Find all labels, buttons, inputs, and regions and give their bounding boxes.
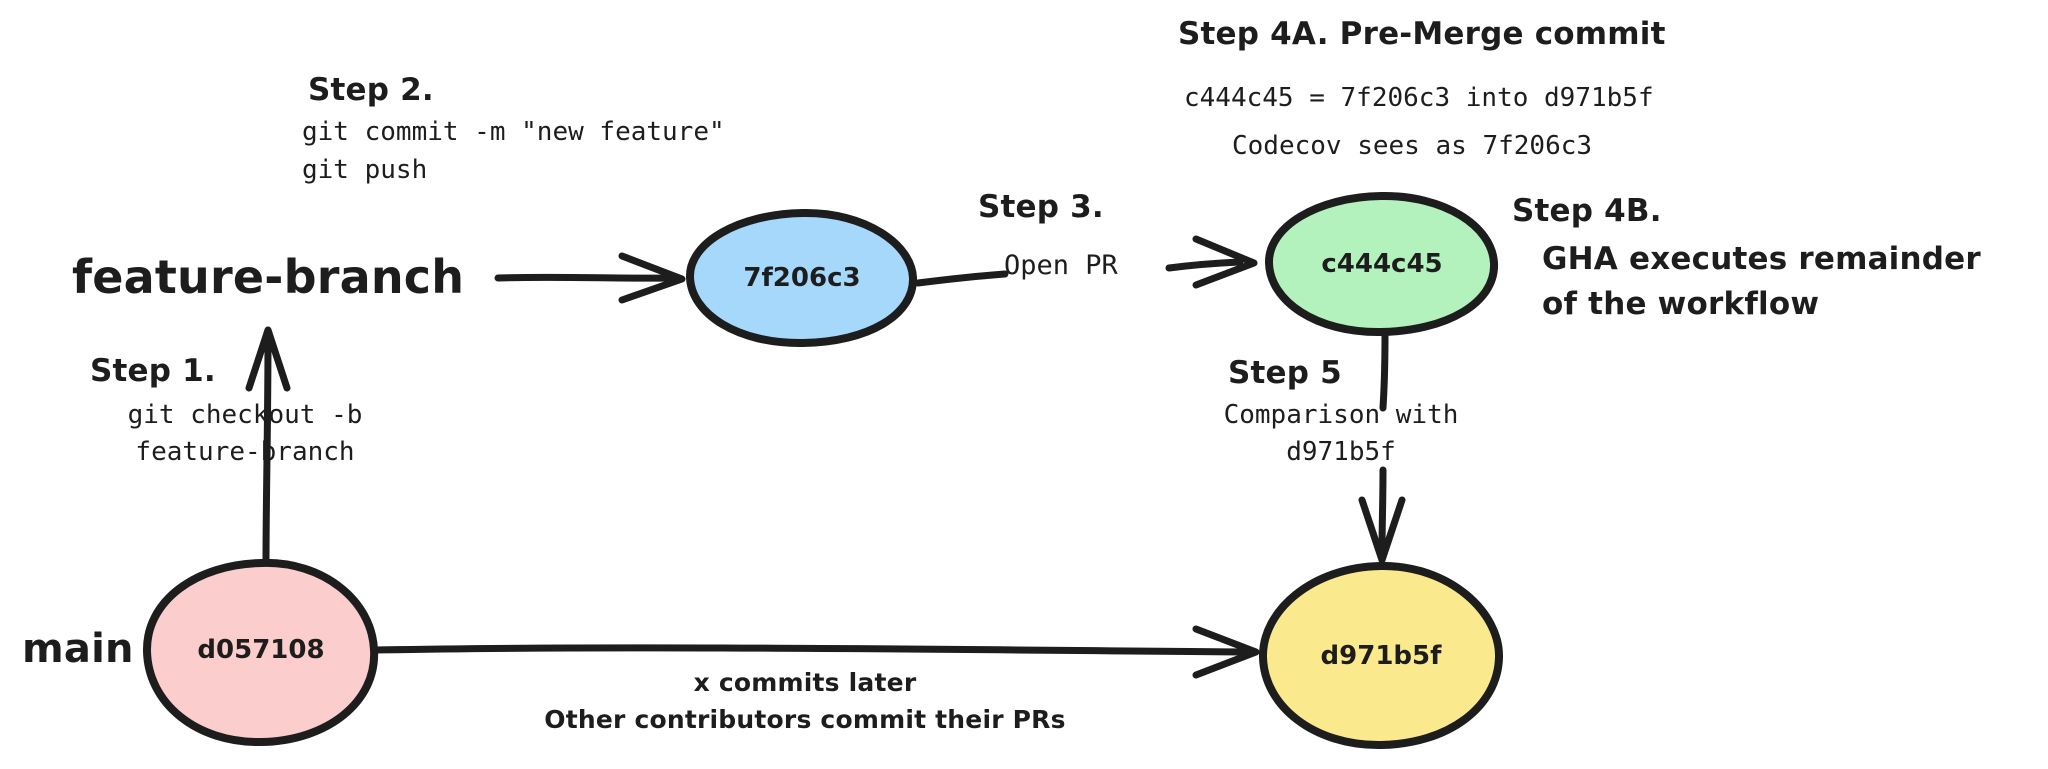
step4b-title: Step 4B. (1512, 193, 1662, 229)
step2-detail-line-2: git push (302, 155, 428, 185)
arrow-feature-to-7f206c3 (494, 252, 686, 304)
main-edge-label-line-2: Other contributors commit their PRs (544, 705, 1066, 734)
step1-detail-line-2: feature-branch (135, 437, 355, 467)
edge-label-open-pr: Open PR (1004, 250, 1118, 281)
branch-label-feature-branch: feature-branch (72, 250, 465, 304)
step5-detail-line-2: d971b5f (1286, 437, 1396, 467)
step3-title: Step 3. (978, 189, 1104, 225)
branch-label-main: main (22, 626, 134, 672)
node-label-d971b5f: d971b5f (1320, 641, 1442, 671)
step5-title: Step 5 (1228, 355, 1342, 391)
step4b-detail-line-1: GHA executes remainder (1542, 241, 1981, 277)
step4a-detail-line-2: Codecov sees as 7f206c3 (1232, 131, 1593, 161)
step1-detail-line-1: git checkout -b (127, 400, 363, 430)
main-edge-label-line-1: x commits later (693, 668, 917, 697)
step2-detail-line-1: git commit -m "new feature" (302, 117, 725, 147)
step4a-detail-line-1: c444c45 = 7f206c3 into d971b5f (1184, 83, 1654, 113)
step2-title: Step 2. (308, 72, 434, 108)
step1-title: Step 1. (90, 353, 216, 389)
node-label-c444c45: c444c45 (1321, 249, 1443, 279)
step4b-detail-line-2: of the workflow (1542, 286, 1820, 322)
node-label-7f206c3: 7f206c3 (743, 263, 861, 293)
step4a-title: Step 4A. Pre-Merge commit (1178, 16, 1666, 52)
step5-detail-line-1: Comparison with (1223, 400, 1459, 430)
node-label-d057108: d057108 (197, 635, 325, 665)
